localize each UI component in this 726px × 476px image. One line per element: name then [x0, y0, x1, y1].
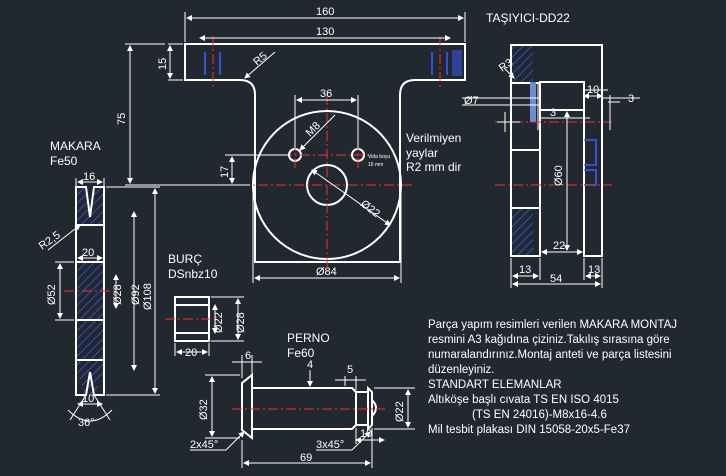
radii-note-1: Verilmiyen: [406, 131, 461, 145]
note-line-3: numaralandırınız.Montaj anteti ve parça …: [428, 349, 672, 361]
dim-d22-burc: Ø22: [213, 312, 225, 333]
dim-d28-burc: Ø28: [235, 312, 247, 333]
dim-10-perno: 10: [360, 428, 372, 440]
perno-section: PERNO Fe60 6 4 5 Ø32 Ø22 10: [190, 331, 415, 468]
dim-2x45: 2x45°: [190, 439, 218, 451]
dim-54: 54: [550, 273, 562, 285]
dim-d28-makara: Ø28: [112, 284, 124, 305]
dim-d7: Ø7: [464, 95, 479, 107]
dim-16: 16: [83, 171, 95, 183]
note-line-7: (TS EN 24016)-M8x16-4.6: [472, 409, 607, 421]
dim-d52: Ø52: [46, 284, 58, 305]
title-tasiyici: TAŞIYICI-DD22: [486, 11, 570, 25]
tasiyici-side-view: TAŞIYICI-DD22 R3 Ø7 10 3: [462, 11, 640, 288]
dim-20-burc: 20: [185, 347, 197, 359]
dim-130: 130: [316, 26, 334, 38]
dim-15: 15: [157, 58, 169, 70]
dim-13-right: 13: [588, 264, 600, 276]
small-note-2: 16 mm: [368, 162, 383, 168]
note-line-8: Mil tesbit plakası DIN 15058-20x5-Fe37: [428, 424, 630, 436]
burc-section: BURÇ DSnbz10 Ø22 Ø28 20: [165, 252, 247, 359]
dim-d32: Ø32: [198, 399, 210, 420]
dim-d60: Ø60: [553, 165, 565, 186]
dim-160: 160: [316, 6, 334, 18]
dim-d108: Ø108: [142, 283, 154, 310]
dim-36: 36: [320, 88, 332, 100]
note-line-1: Parça yapım resimleri verilen MAKARA MON…: [428, 319, 677, 331]
dim-r5: R5: [251, 50, 269, 68]
tasiyici-front-view: 160 130 15 75 17 36 M8 R5 Ø22: [116, 6, 466, 283]
title-perno: PERNO: [287, 331, 330, 345]
notes-block: Parça yapım resimleri verilen MAKARA MON…: [428, 319, 677, 436]
small-note-1: Vida boyu: [368, 154, 390, 160]
dim-10-side: 10: [587, 84, 599, 96]
note-line-2: resmini A3 kağıdına çiziniz.Takılış sıra…: [428, 334, 670, 346]
note-line-4: düzenleyiniz.: [428, 364, 494, 376]
title-burc: BURÇ: [168, 252, 202, 266]
dim-3-inner: 3: [550, 107, 556, 119]
title-burc-material: DSnbz10: [168, 267, 218, 281]
dim-d22-perno: Ø22: [394, 401, 406, 422]
note-line-5: STANDART ELEMANLAR: [428, 379, 562, 391]
title-makara: MAKARA: [50, 139, 101, 153]
dim-6: 6: [245, 350, 251, 362]
dim-3-right: 3: [628, 93, 634, 105]
dim-69: 69: [300, 452, 312, 464]
dim-4: 4: [307, 359, 313, 371]
dim-m8: M8: [304, 120, 323, 139]
dim-20-makara: 20: [82, 247, 94, 259]
dim-22-side: 22: [553, 240, 565, 252]
title-perno-material: Fe60: [287, 346, 315, 360]
dim-75: 75: [116, 113, 128, 125]
dim-d84: Ø84: [316, 266, 337, 278]
dim-36-deg: 36°: [78, 417, 95, 429]
dim-5: 5: [347, 364, 353, 376]
dim-17: 17: [219, 166, 231, 178]
note-line-6: Altıköşe başlı cıvata TS EN ISO 4015: [428, 394, 619, 406]
makara-section: MAKARA Fe50 16 R2,5 20 Ø52 Ø28 Ø92: [37, 139, 160, 429]
radii-note-2: yaylar: [406, 146, 438, 160]
dim-13-left: 13: [519, 264, 531, 276]
radii-note-3: R2 mm dir: [406, 160, 461, 174]
dim-3x45: 3x45°: [316, 439, 344, 451]
dim-d92: Ø92: [130, 284, 142, 305]
title-makara-material: Fe50: [50, 154, 78, 168]
